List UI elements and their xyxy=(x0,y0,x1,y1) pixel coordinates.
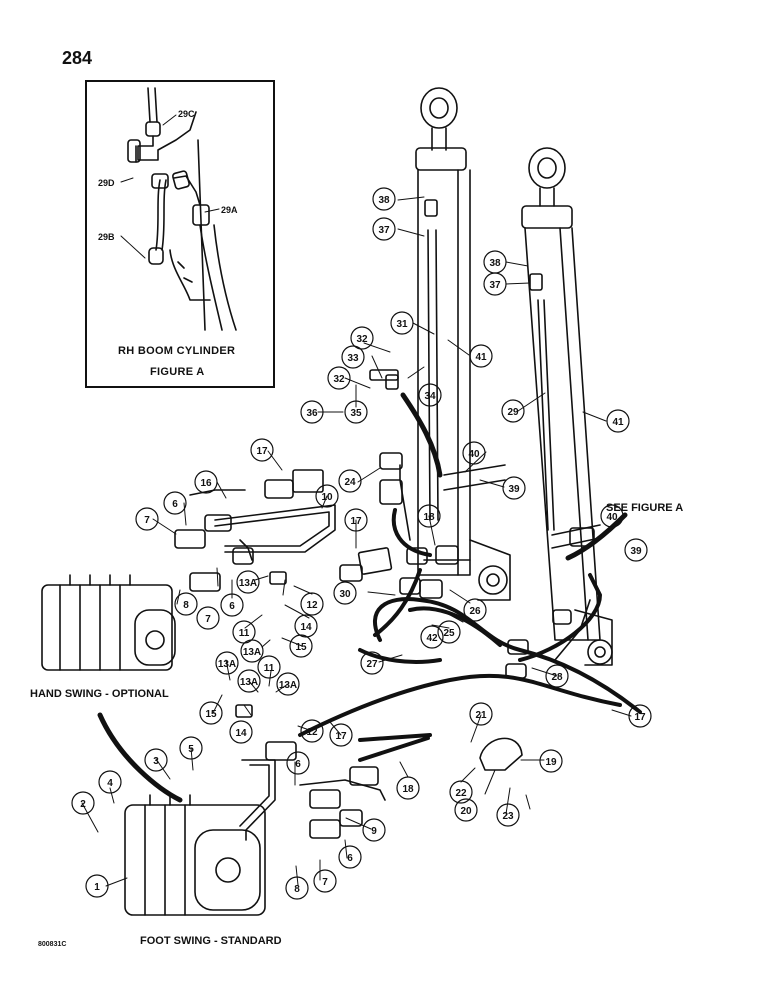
callout-41b: 41 xyxy=(612,417,624,428)
callout-39b: 39 xyxy=(630,546,642,557)
callout-30: 30 xyxy=(339,589,351,600)
callout-40: 40 xyxy=(468,449,480,460)
callout-8b: 8 xyxy=(294,884,300,895)
right-boom-cylinder xyxy=(521,147,613,666)
callout-numbers: 38 37 31 41 38 37 29 41 32 33 32 34 36 3… xyxy=(80,195,646,895)
swing-arrows xyxy=(97,392,628,803)
callout-17c: 17 xyxy=(634,712,646,723)
foot-swing-label: FOOT SWING - STANDARD xyxy=(140,935,282,947)
callout-20: 20 xyxy=(460,806,472,817)
callout-7c: 7 xyxy=(322,877,328,888)
left-boom-cylinder xyxy=(415,87,511,601)
callout-6c: 6 xyxy=(295,759,301,770)
callout-32b: 32 xyxy=(333,374,345,385)
callout-13a-d: 13A xyxy=(240,677,258,688)
callout-15: 15 xyxy=(295,642,307,653)
callout-11b: 11 xyxy=(264,663,275,674)
drawing-code: 800831C xyxy=(38,941,67,948)
hand-swing-valve xyxy=(41,574,176,671)
leader-lines xyxy=(81,114,632,887)
callout-32: 32 xyxy=(356,334,368,345)
callout-group: 38 37 31 41 38 37 29 41 32 33 32 34 36 3… xyxy=(71,109,652,900)
callout-41: 41 xyxy=(475,352,487,363)
foot-swing-valve xyxy=(124,794,266,916)
callout-7b: 7 xyxy=(205,614,211,625)
figure-a-title: RH BOOM CYLINDER xyxy=(118,345,236,357)
callout-16: 16 xyxy=(200,478,212,489)
callout-9: 9 xyxy=(371,826,377,837)
callout-25: 25 xyxy=(443,628,455,639)
callout-29c: 29C xyxy=(178,109,195,119)
callout-19: 19 xyxy=(545,757,557,768)
callout-17d: 17 xyxy=(335,731,347,742)
callout-29d: 29D xyxy=(98,178,115,188)
callout-24: 24 xyxy=(344,477,356,488)
figure-a-caption: FIGURE A xyxy=(150,366,205,378)
callout-18b: 18 xyxy=(402,784,414,795)
callout-14: 14 xyxy=(300,622,312,633)
see-figure-label: SEE FIGURE A xyxy=(606,502,684,514)
clamp xyxy=(479,737,523,771)
callout-4: 4 xyxy=(107,778,113,789)
callout-3: 3 xyxy=(153,756,159,767)
callout-29a: 29A xyxy=(221,205,238,215)
callout-38: 38 xyxy=(378,195,390,206)
callout-14b: 14 xyxy=(235,728,247,739)
callout-13a: 13A xyxy=(239,578,257,589)
callout-17b: 17 xyxy=(350,516,362,527)
callout-8: 8 xyxy=(183,600,189,611)
callout-18: 18 xyxy=(423,512,435,523)
callout-17: 17 xyxy=(256,446,268,457)
callout-35: 35 xyxy=(350,408,362,419)
callout-26: 26 xyxy=(469,606,481,617)
callout-40b: 40 xyxy=(606,512,618,523)
callout-34: 34 xyxy=(424,391,436,402)
figure-a-inset xyxy=(85,80,275,388)
callout-13a-b: 13A xyxy=(243,647,261,658)
callout-27: 27 xyxy=(366,659,378,670)
callout-13a-c: 13A xyxy=(218,659,236,670)
page-number: 284 xyxy=(62,48,93,68)
callout-28: 28 xyxy=(551,672,563,683)
callout-36: 36 xyxy=(306,408,318,419)
callout-29: 29 xyxy=(507,407,519,418)
callout-12b: 12 xyxy=(306,727,318,738)
callout-10: 10 xyxy=(321,492,333,503)
figure-a-callouts: 29C 29D 29A 29B xyxy=(98,109,238,242)
callout-42: 42 xyxy=(426,633,438,644)
callout-37b: 37 xyxy=(489,280,501,291)
callout-21: 21 xyxy=(475,710,487,721)
callout-2: 2 xyxy=(80,799,86,810)
callout-39: 39 xyxy=(508,484,520,495)
callout-31: 31 xyxy=(396,319,408,330)
callout-29b: 29B xyxy=(98,232,115,242)
fittings xyxy=(174,199,595,839)
callout-38b: 38 xyxy=(489,258,501,269)
callout-11: 11 xyxy=(239,628,250,639)
callout-15b: 15 xyxy=(205,709,217,720)
callout-23: 23 xyxy=(502,811,514,822)
figure-a-drawing xyxy=(127,87,237,331)
callout-6d: 6 xyxy=(347,853,353,864)
callout-5: 5 xyxy=(188,744,194,755)
hand-swing-label: HAND SWING - OPTIONAL xyxy=(30,688,169,700)
callout-6: 6 xyxy=(172,499,178,510)
callout-6b: 6 xyxy=(229,601,235,612)
callout-37: 37 xyxy=(378,225,390,236)
callout-12: 12 xyxy=(306,600,318,611)
callout-7: 7 xyxy=(144,515,150,526)
callout-33: 33 xyxy=(347,353,359,364)
callout-13a-e: 13A xyxy=(279,680,297,691)
callout-1: 1 xyxy=(94,882,100,893)
callout-22: 22 xyxy=(455,788,467,799)
